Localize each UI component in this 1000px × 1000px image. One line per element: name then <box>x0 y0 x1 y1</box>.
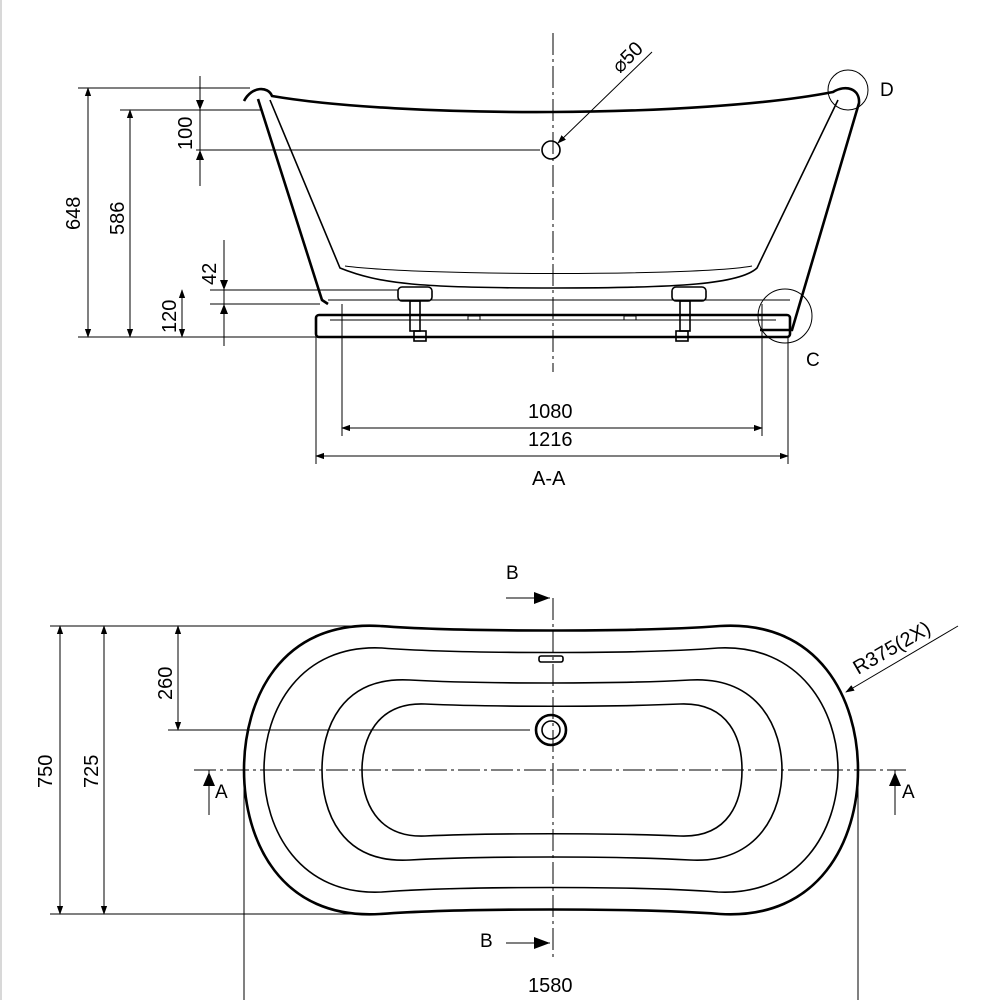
radius-leader <box>845 625 959 693</box>
dim-100-arrow-bottom <box>196 150 204 160</box>
detail-circle-c <box>757 288 813 344</box>
plan-rim-inner-edge <box>263 647 839 893</box>
dim-120-label: 120 <box>159 300 181 333</box>
overflow-hole <box>541 140 561 160</box>
plan-view: A A B B 750 725 260 R375(2X) <box>35 563 959 1000</box>
dim-100-arrow-top <box>196 100 204 110</box>
overflow-diameter-label: ⌀50 <box>608 38 648 78</box>
detail-label-c: C <box>806 350 820 371</box>
section-view: ⌀50 D C 648 586 100 42 <box>63 33 894 490</box>
section-marker-b-bottom-arrow <box>534 937 550 949</box>
section-title: A-A <box>532 468 566 490</box>
page-edge-rule <box>0 0 2 1000</box>
dim-1216-label: 1216 <box>528 429 573 451</box>
dim-1080-label: 1080 <box>528 401 573 423</box>
section-marker-b-bottom-label: B <box>480 931 493 952</box>
plan-basin-floor <box>361 703 743 837</box>
dim-725-label: 725 <box>81 755 103 788</box>
dim-42-arrow-bottom <box>220 304 228 314</box>
left-foot <box>397 286 433 342</box>
dim-100-label: 100 <box>175 117 197 150</box>
plan-basin-top <box>321 679 783 861</box>
section-marker-b-top-label: B <box>506 563 519 584</box>
tub-inner-shell <box>269 99 839 289</box>
dim-42-arrow-top <box>220 280 228 290</box>
tub-outer-shell <box>242 86 861 332</box>
base-slot-left <box>467 315 481 321</box>
radius-label: R375(2X) <box>850 617 935 679</box>
section-marker-a-right-label: A <box>902 782 915 803</box>
tub-base-plinth <box>314 313 792 339</box>
section-marker-a-left-arrow <box>203 772 215 786</box>
section-extension-lines <box>78 87 540 338</box>
section-marker-a-left-label: A <box>215 782 228 803</box>
section-marker-a-right-arrow <box>889 772 901 786</box>
dim-750-label: 750 <box>35 755 57 788</box>
tub-inner-floor <box>344 265 753 274</box>
dim-1580-label: 1580 <box>528 975 573 997</box>
section-marker-b-top-arrow <box>534 592 550 604</box>
dim-42-label: 42 <box>199 263 221 285</box>
base-slot-right <box>623 315 637 321</box>
plan-overflow-slot <box>538 655 564 663</box>
dim-586-label: 586 <box>107 202 129 235</box>
right-foot <box>671 286 707 342</box>
detail-circle-d <box>827 69 869 111</box>
tub-left-wall <box>256 98 329 306</box>
detail-label-d: D <box>880 80 894 101</box>
dim-260-label: 260 <box>155 667 177 700</box>
overflow-leader <box>557 51 653 144</box>
plan-drain-outer <box>534 713 568 747</box>
plan-drain-inner <box>541 720 561 740</box>
dim-648-label: 648 <box>63 197 85 230</box>
